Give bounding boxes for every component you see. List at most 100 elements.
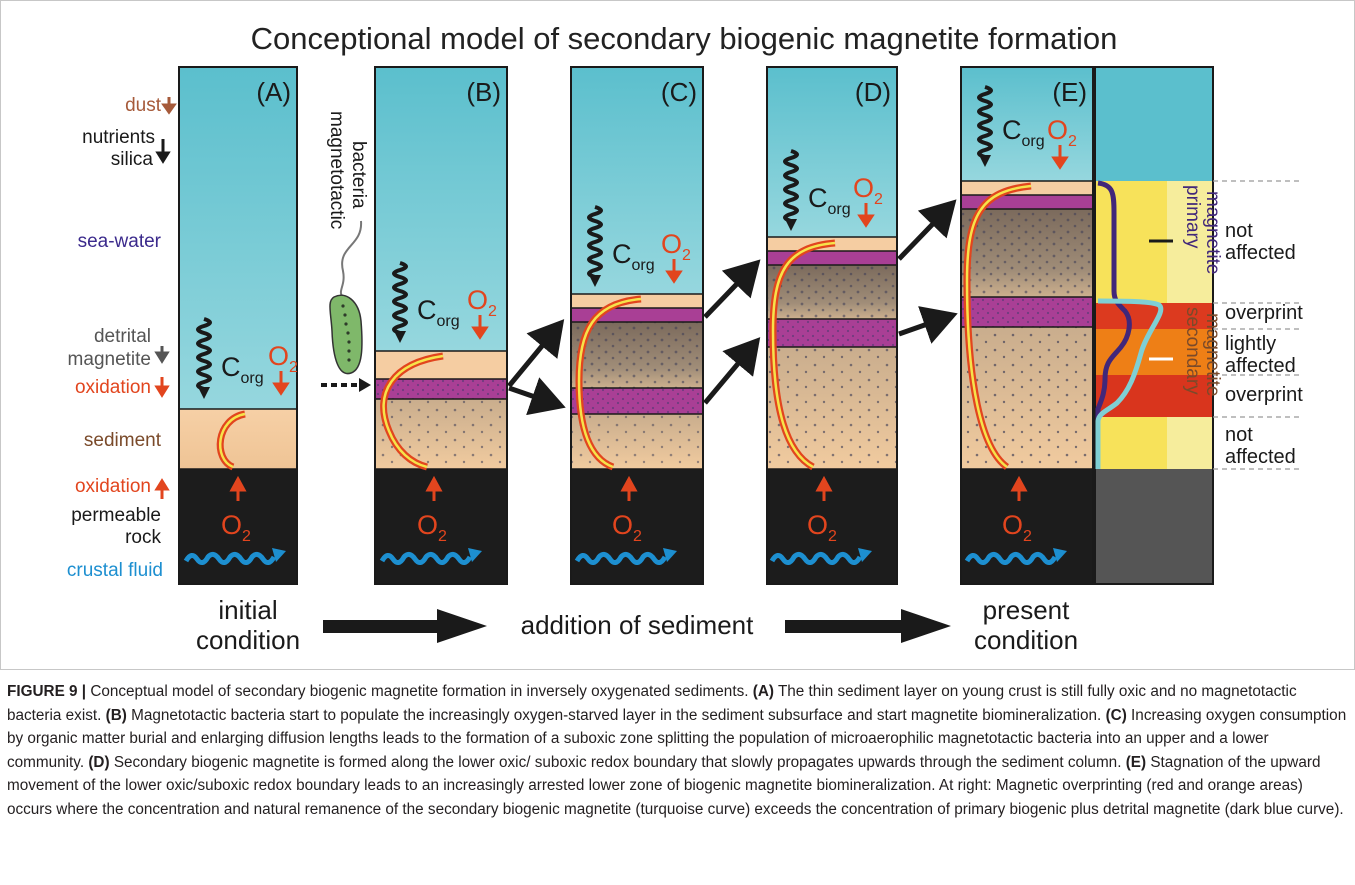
- label-silica: silica: [111, 149, 154, 170]
- zone-affected-3: affected: [1225, 446, 1296, 468]
- panel-a-label: (A): [256, 77, 291, 107]
- corg-arrowhead-icon: [979, 155, 991, 167]
- zone-affected-2: affected: [1225, 355, 1296, 377]
- o2-down-arrow-icon: [471, 315, 489, 340]
- transition-arrows: [507, 199, 958, 416]
- initial-condition-2: condition: [196, 625, 300, 655]
- label-dust: dust: [125, 95, 162, 116]
- detrital-down-arrow: [154, 346, 170, 364]
- o2-up-arrow-icon: [1010, 475, 1028, 501]
- fluid-arrowhead-icon: [663, 548, 677, 562]
- caption-intro: Conceptual model of secondary biogenic m…: [86, 683, 753, 700]
- panel-e: (E): [960, 66, 1094, 585]
- addition-of-sediment: addition of sediment: [521, 610, 754, 640]
- magnetotactic-bacteria: magnetotactic bacteria: [321, 111, 371, 392]
- o2-down-arrow-icon: [665, 259, 683, 284]
- o2-down-arrow-icon: [1051, 145, 1069, 170]
- corg-arrowhead-icon: [198, 387, 210, 399]
- caption-c-label: (C): [1105, 706, 1127, 724]
- label-oxidation-down: oxidation: [75, 377, 151, 398]
- bacteria-label-1: magnetotactic: [326, 111, 347, 229]
- label-sea-water: sea-water: [78, 231, 162, 252]
- panel-c-label: (C): [661, 77, 697, 107]
- corg-arrowhead-icon: [785, 219, 797, 231]
- corg-squiggle-icon: [196, 317, 212, 391]
- bottom-labels: initial condition addition of sediment p…: [196, 595, 1078, 655]
- caption-a-text: The thin sediment layer on young crust i…: [7, 683, 1297, 724]
- corg-arrowhead-icon: [394, 331, 406, 343]
- nutrients-down-arrow: [155, 139, 171, 164]
- fluid-arrowhead-icon: [1053, 548, 1067, 562]
- zone-lightly: lightly: [1225, 333, 1276, 355]
- bacteria-label-2: bacteria: [348, 141, 369, 209]
- panel-b-label: (B): [466, 77, 501, 107]
- zone-overprint-2: overprint: [1225, 384, 1303, 406]
- left-labels: dust nutrients silica sea-water detrital…: [67, 95, 177, 581]
- o2-down-arrow-icon: [857, 203, 875, 228]
- panel-c: (C): [570, 66, 704, 585]
- o2-up-arrow-icon: [620, 475, 638, 501]
- bacteria-cell-icon: [329, 294, 363, 375]
- label-crustal-fluid: crustal fluid: [67, 560, 163, 581]
- secondary-magnetite-curve: [1095, 298, 1164, 469]
- crustal-fluid-wave-icon: [574, 551, 668, 565]
- dust-down-arrow: [161, 97, 177, 115]
- zone-not-affected-1: not: [1225, 220, 1253, 242]
- crustal-fluid-wave-icon: [964, 551, 1058, 565]
- zone-overprint-1: overprint: [1225, 302, 1303, 324]
- magnetite-profile-panel: primary magnetite secondary magnetite: [1094, 66, 1301, 585]
- panel-e-label: (E): [1052, 77, 1087, 107]
- label-permeable: permeable: [71, 505, 161, 526]
- crustal-fluid-wave-icon: [379, 551, 473, 565]
- primary-label-1: primary: [1182, 185, 1203, 249]
- caption-figure-label: FIGURE 9 |: [7, 683, 87, 700]
- caption-b-text: Magnetotactic bacteria start to populate…: [126, 706, 1106, 724]
- primary-magnetite-curve: [1095, 180, 1132, 469]
- corg-squiggle-icon: [977, 85, 993, 159]
- present-condition-2: condition: [974, 625, 1078, 655]
- o2-up-arrow-icon: [229, 475, 247, 501]
- fluid-arrowhead-icon: [468, 548, 482, 562]
- secondary-label-1: secondary: [1182, 307, 1203, 395]
- fluid-arrowhead-icon: [272, 548, 286, 562]
- crustal-fluid-wave-icon: [769, 551, 863, 565]
- o2-down-arrow-icon: [272, 371, 290, 396]
- crustal-fluid-wave-icon: [183, 551, 277, 565]
- zone-affected-1: affected: [1225, 242, 1296, 264]
- panel-d-label: (D): [855, 77, 891, 107]
- caption-d-label: (D): [88, 753, 110, 771]
- oxidation-up-arrow: [154, 478, 170, 499]
- figure-frame: Conceptional model of secondary biogenic…: [0, 0, 1355, 670]
- caption-d-text: Secondary biogenic magnetite is formed a…: [109, 753, 1126, 771]
- panel-b: (B): [374, 66, 508, 585]
- panel-d: (D): [766, 66, 898, 585]
- oxidation-down-arrow: [154, 377, 170, 398]
- caption-e-label: (E): [1125, 753, 1147, 771]
- caption-a-label: (A): [752, 683, 774, 700]
- panel-a: (A): [178, 66, 298, 585]
- caption-e-text: Stagnation of the upward movement of the…: [7, 753, 1344, 818]
- corg-squiggle-icon: [392, 261, 408, 335]
- zone-labels: not affected overprint lightly affected …: [1225, 220, 1303, 468]
- zone-not-affected-2: not: [1225, 424, 1253, 446]
- label-nutrients: nutrients: [82, 127, 155, 148]
- o2-up-arrow-icon: [425, 475, 443, 501]
- label-rock: rock: [125, 527, 161, 548]
- caption-c-text: Increasing oxygen consumption by organic…: [7, 706, 1347, 771]
- label-oxidation-up: oxidation: [75, 476, 151, 497]
- magnetite-model-diagram: Conceptional model of secondary biogenic…: [67, 21, 1303, 655]
- present-condition-1: present: [983, 595, 1070, 625]
- rock-o2-label: O2: [221, 510, 251, 545]
- corg-squiggle-icon: [783, 149, 799, 223]
- figure-caption: FIGURE 9 | Conceptual model of secondary…: [7, 680, 1347, 821]
- label-sediment: sediment: [84, 430, 162, 451]
- label-detrital: detrital: [94, 326, 151, 347]
- caption-b-label: (B): [105, 706, 127, 724]
- diagram-title: Conceptional model of secondary biogenic…: [251, 21, 1118, 56]
- corg-arrowhead-icon: [589, 275, 601, 287]
- primary-label-2: magnetite: [1202, 191, 1223, 274]
- bacteria-flagellum: [339, 220, 363, 298]
- fluid-arrowhead-icon: [858, 548, 872, 562]
